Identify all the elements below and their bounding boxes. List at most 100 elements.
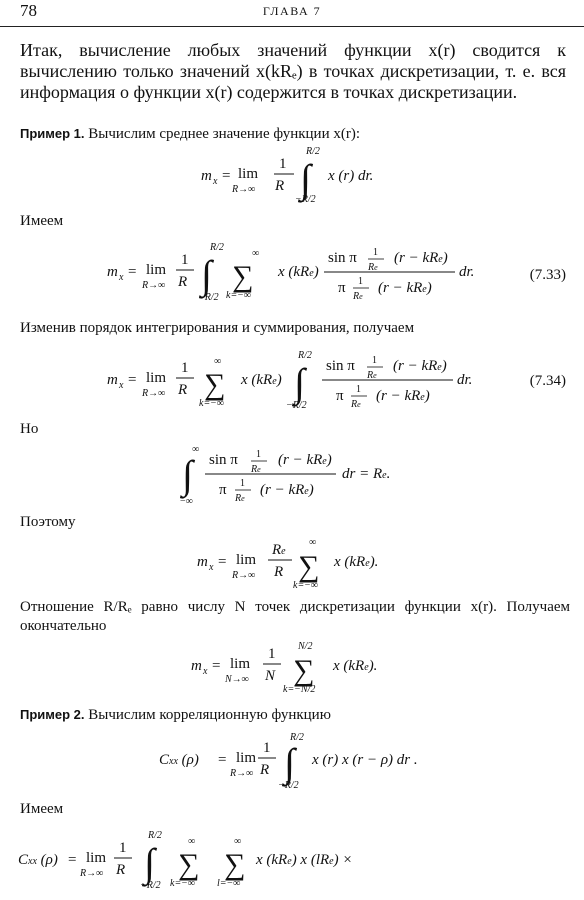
svg-text:N: N — [264, 668, 276, 684]
svg-text:m: m — [201, 168, 212, 184]
svg-text:Re: Re — [271, 542, 286, 558]
equation-number-7-34: (7.34) — [529, 373, 566, 389]
svg-text:∫: ∫ — [179, 452, 196, 499]
svg-text:1: 1 — [181, 252, 189, 268]
svg-text:1: 1 — [181, 360, 189, 376]
svg-text:∞: ∞ — [234, 836, 241, 847]
svg-text:x (kRe): x (kRe) — [277, 264, 319, 280]
example-2-heading: Пример 2. Вычислим корреляционную функци… — [20, 705, 570, 725]
formula-correlation-definition: Cxx (ρ) = lim R→∞ 1 R ∫ R/2 −R/2 x (r) x… — [159, 732, 418, 791]
svg-text:1: 1 — [356, 384, 361, 395]
svg-text:(r − kRe): (r − kRe) — [278, 452, 332, 468]
svg-text:1: 1 — [240, 478, 245, 489]
svg-text:x (kRe).: x (kRe). — [332, 658, 377, 674]
svg-text:(r − kRe): (r − kRe) — [394, 250, 448, 266]
svg-text:(r − kRe): (r − kRe) — [393, 358, 447, 374]
svg-text:dr.: dr. — [459, 264, 474, 280]
svg-text:x: x — [212, 176, 218, 187]
svg-text:m: m — [107, 264, 118, 280]
svg-text:Cxx (ρ): Cxx (ρ) — [159, 752, 199, 768]
svg-text:−R/2: −R/2 — [286, 400, 307, 411]
svg-text:R: R — [177, 274, 187, 290]
svg-text:R/2: R/2 — [305, 146, 320, 157]
svg-text:∫: ∫ — [141, 840, 158, 887]
svg-text:∫: ∫ — [281, 740, 298, 787]
text-no: Но — [20, 421, 39, 437]
svg-text:lim: lim — [230, 656, 250, 672]
svg-text:∫: ∫ — [297, 156, 314, 203]
svg-text:N/2: N/2 — [297, 641, 312, 652]
svg-text:R: R — [259, 762, 269, 778]
svg-text:∫: ∫ — [291, 360, 308, 407]
svg-text:R/2: R/2 — [209, 242, 224, 253]
svg-text:dr = Re.: dr = Re. — [342, 466, 390, 482]
svg-text:∞: ∞ — [214, 356, 221, 367]
svg-text:Re: Re — [234, 493, 245, 504]
formula-correlation-expansion: Cxx (ρ) = lim R→∞ 1 R ∫ R/2 −R/2 ∑ ∞ k=−… — [18, 830, 353, 891]
equation-number-7-33: (7.33) — [529, 267, 566, 283]
svg-text:sin π: sin π — [328, 250, 357, 266]
svg-text:Re: Re — [367, 262, 378, 273]
svg-text:∞: ∞ — [192, 444, 199, 455]
svg-text:∑: ∑ — [224, 848, 245, 881]
svg-text:∑: ∑ — [232, 260, 253, 293]
page-number: 78 — [20, 1, 37, 20]
svg-text:m: m — [191, 658, 202, 674]
text-imeem-1: Имеем — [20, 213, 64, 229]
example-2-text: Вычислим корреляционную функцию — [88, 707, 331, 723]
svg-text:lim: lim — [238, 166, 258, 182]
svg-text:∑: ∑ — [204, 368, 225, 401]
svg-text:lim: lim — [146, 370, 166, 386]
svg-text:x: x — [118, 272, 124, 283]
svg-text:1: 1 — [256, 449, 261, 460]
svg-text:x (kRe): x (kRe) — [240, 372, 282, 388]
text-ratio: Отношение R/Rₑ равно числу N точек дискр… — [20, 599, 570, 634]
intro-paragraph: Итак, вычисление любых значений функции … — [20, 40, 566, 102]
svg-text:R→∞: R→∞ — [79, 868, 103, 879]
svg-text:sin π: sin π — [209, 452, 238, 468]
formula-sinc-integral: ∫ ∞ −∞ sin π 1 Re (r − kRe) π 1 Re (r − … — [179, 444, 390, 507]
svg-text:R: R — [115, 862, 125, 878]
text-swap-order: Изменив порядок интегрирования и суммиро… — [20, 320, 415, 336]
svg-text:Re: Re — [352, 291, 363, 302]
svg-text:∞: ∞ — [309, 537, 316, 548]
svg-text:Cxx (ρ): Cxx (ρ) — [18, 852, 58, 868]
svg-text:1: 1 — [263, 740, 271, 756]
svg-text:R: R — [273, 564, 283, 580]
example-1-label: Пример 1. — [20, 126, 85, 141]
svg-text:x (kRe) x (lRe) ×: x (kRe) x (lRe) × — [255, 852, 353, 868]
svg-text:=: = — [68, 852, 76, 868]
svg-text:π: π — [336, 388, 344, 404]
svg-text:x: x — [202, 666, 208, 677]
svg-text:−∞: −∞ — [180, 496, 193, 507]
svg-text:∑: ∑ — [298, 550, 319, 583]
svg-text:(r − kRe): (r − kRe) — [378, 280, 432, 296]
text-poetomu: Поэтому — [20, 514, 76, 530]
svg-text:∞: ∞ — [188, 836, 195, 847]
svg-text:R/2: R/2 — [289, 732, 304, 743]
svg-text:1: 1 — [372, 355, 377, 366]
svg-text:(r − kRe): (r − kRe) — [260, 482, 314, 498]
svg-text:k=−N/2: k=−N/2 — [283, 684, 315, 695]
svg-text:∞: ∞ — [252, 248, 259, 259]
svg-text:Re: Re — [350, 399, 361, 410]
svg-text:−R/2: −R/2 — [295, 194, 316, 205]
svg-text:=: = — [222, 168, 230, 184]
svg-text:=: = — [212, 658, 220, 674]
svg-text:lim: lim — [236, 750, 256, 766]
svg-text:1: 1 — [279, 156, 287, 172]
example-2-label: Пример 2. — [20, 707, 85, 722]
svg-text:R→∞: R→∞ — [231, 570, 255, 581]
svg-text:k=−∞: k=−∞ — [293, 580, 318, 591]
svg-text:−R/2: −R/2 — [140, 880, 161, 891]
svg-text:R→∞: R→∞ — [141, 388, 165, 399]
svg-text:∑: ∑ — [293, 654, 314, 687]
svg-text:R: R — [177, 382, 187, 398]
svg-text:lim: lim — [146, 262, 166, 278]
svg-text:k=−∞: k=−∞ — [226, 290, 251, 301]
svg-text:k=−∞: k=−∞ — [170, 878, 195, 889]
